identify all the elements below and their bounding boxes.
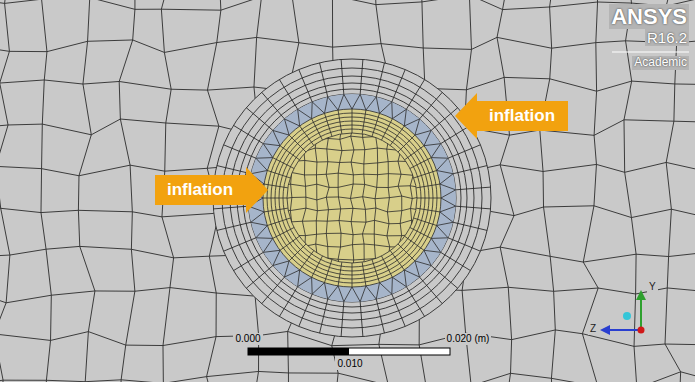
scale-value: 0.020 (m) [445,333,492,345]
axis-label: Z [588,323,598,335]
axis-triad [600,290,646,335]
callout-arrow: inflation [155,167,268,213]
scale-bar [248,348,450,355]
scale-value: 0.000 [233,333,262,345]
axis-label: Y [647,281,658,293]
scale-value: 0.010 [335,358,364,370]
callout-text: inflation [167,180,233,200]
callout-arrow: inflation [455,93,568,139]
logo-rule [612,52,689,53]
callout-text: inflation [489,106,555,126]
tetra-ring [248,94,456,302]
arrow-fill [155,167,268,213]
logo-text: ANSYS [609,4,689,29]
license-text: Academic [632,56,689,70]
version-text: R16.2 [645,29,689,46]
arrow-fill [455,93,568,139]
solid-disc [263,109,441,287]
